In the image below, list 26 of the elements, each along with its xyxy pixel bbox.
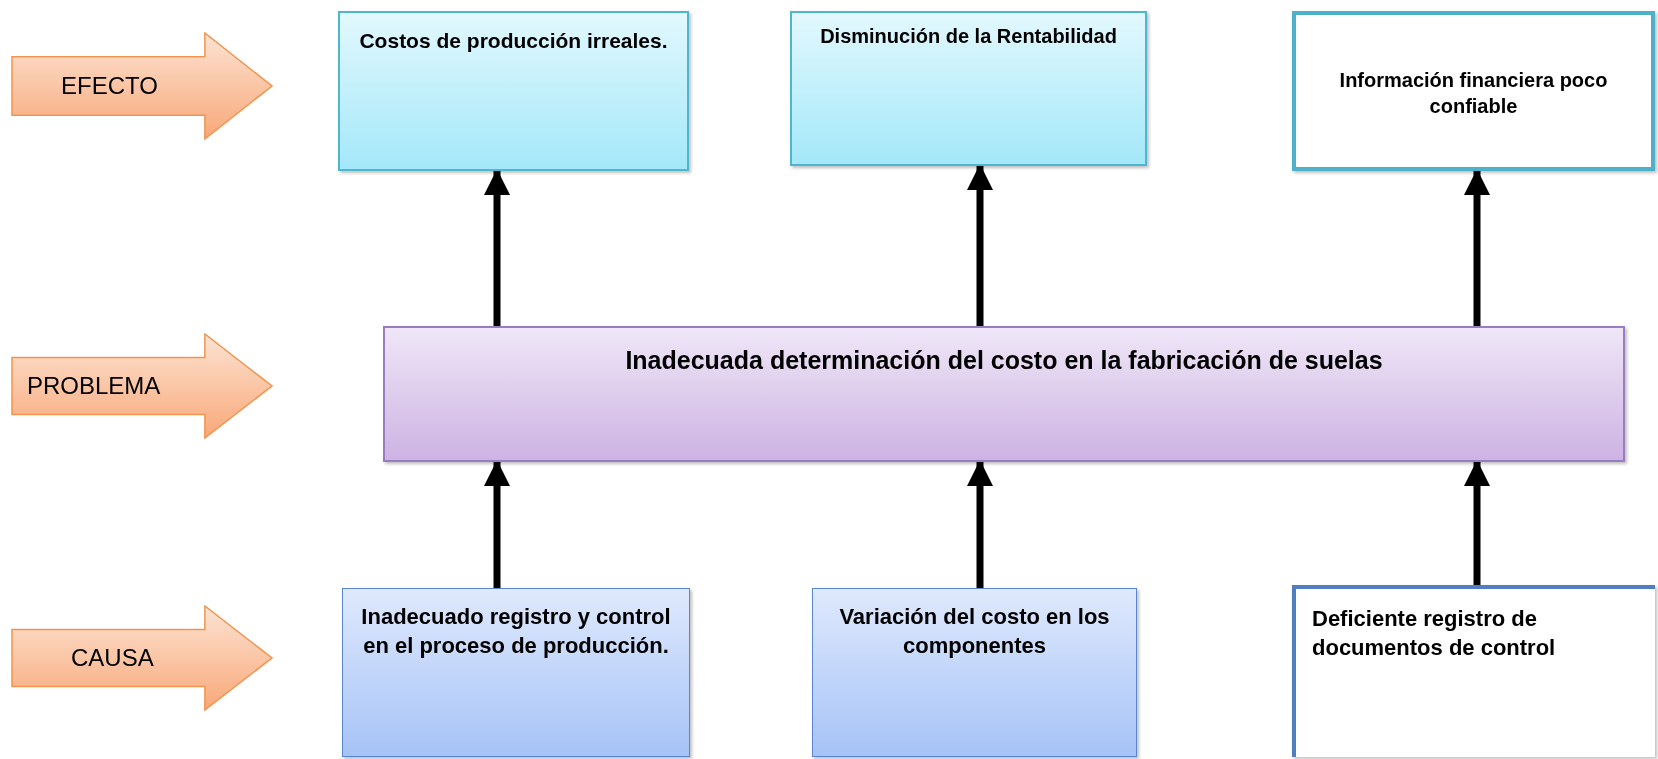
arrow <box>484 169 510 326</box>
box-text: Inadecuado registro y control en el proceso de producción. <box>360 603 672 660</box>
cause-box <box>812 588 1137 757</box>
arrow <box>1464 169 1490 326</box>
row-label: PROBLEMA <box>26 371 161 402</box>
box-text: Disminución de la Rentabilidad <box>820 24 1117 49</box>
problem-box <box>383 326 1625 462</box>
label-arrow <box>11 605 273 711</box>
label-arrow <box>11 32 273 140</box>
arrow <box>967 460 993 588</box>
box-text: Variación del costo en los componentes <box>838 603 1111 660</box>
label-arrow <box>11 333 273 439</box>
cause-box <box>1292 585 1655 757</box>
row-label: EFECTO <box>60 71 158 102</box>
row-label: CAUSA <box>70 643 154 674</box>
arrow <box>967 164 993 326</box>
box-text: Información financiera poco confiable <box>1338 68 1609 119</box>
arrow <box>1464 460 1490 585</box>
cause-box <box>342 588 690 757</box>
arrow <box>484 460 510 588</box>
box-text: Deficiente registro de documentos de control <box>1312 605 1557 662</box>
problem-text: Inadecuada determinación del costo en la fabricación de suelas <box>625 345 1383 376</box>
effect-box <box>1292 11 1655 171</box>
effect-box <box>790 11 1147 166</box>
box-text: Costos de producción irreales. <box>359 28 668 54</box>
effect-box <box>338 11 689 171</box>
